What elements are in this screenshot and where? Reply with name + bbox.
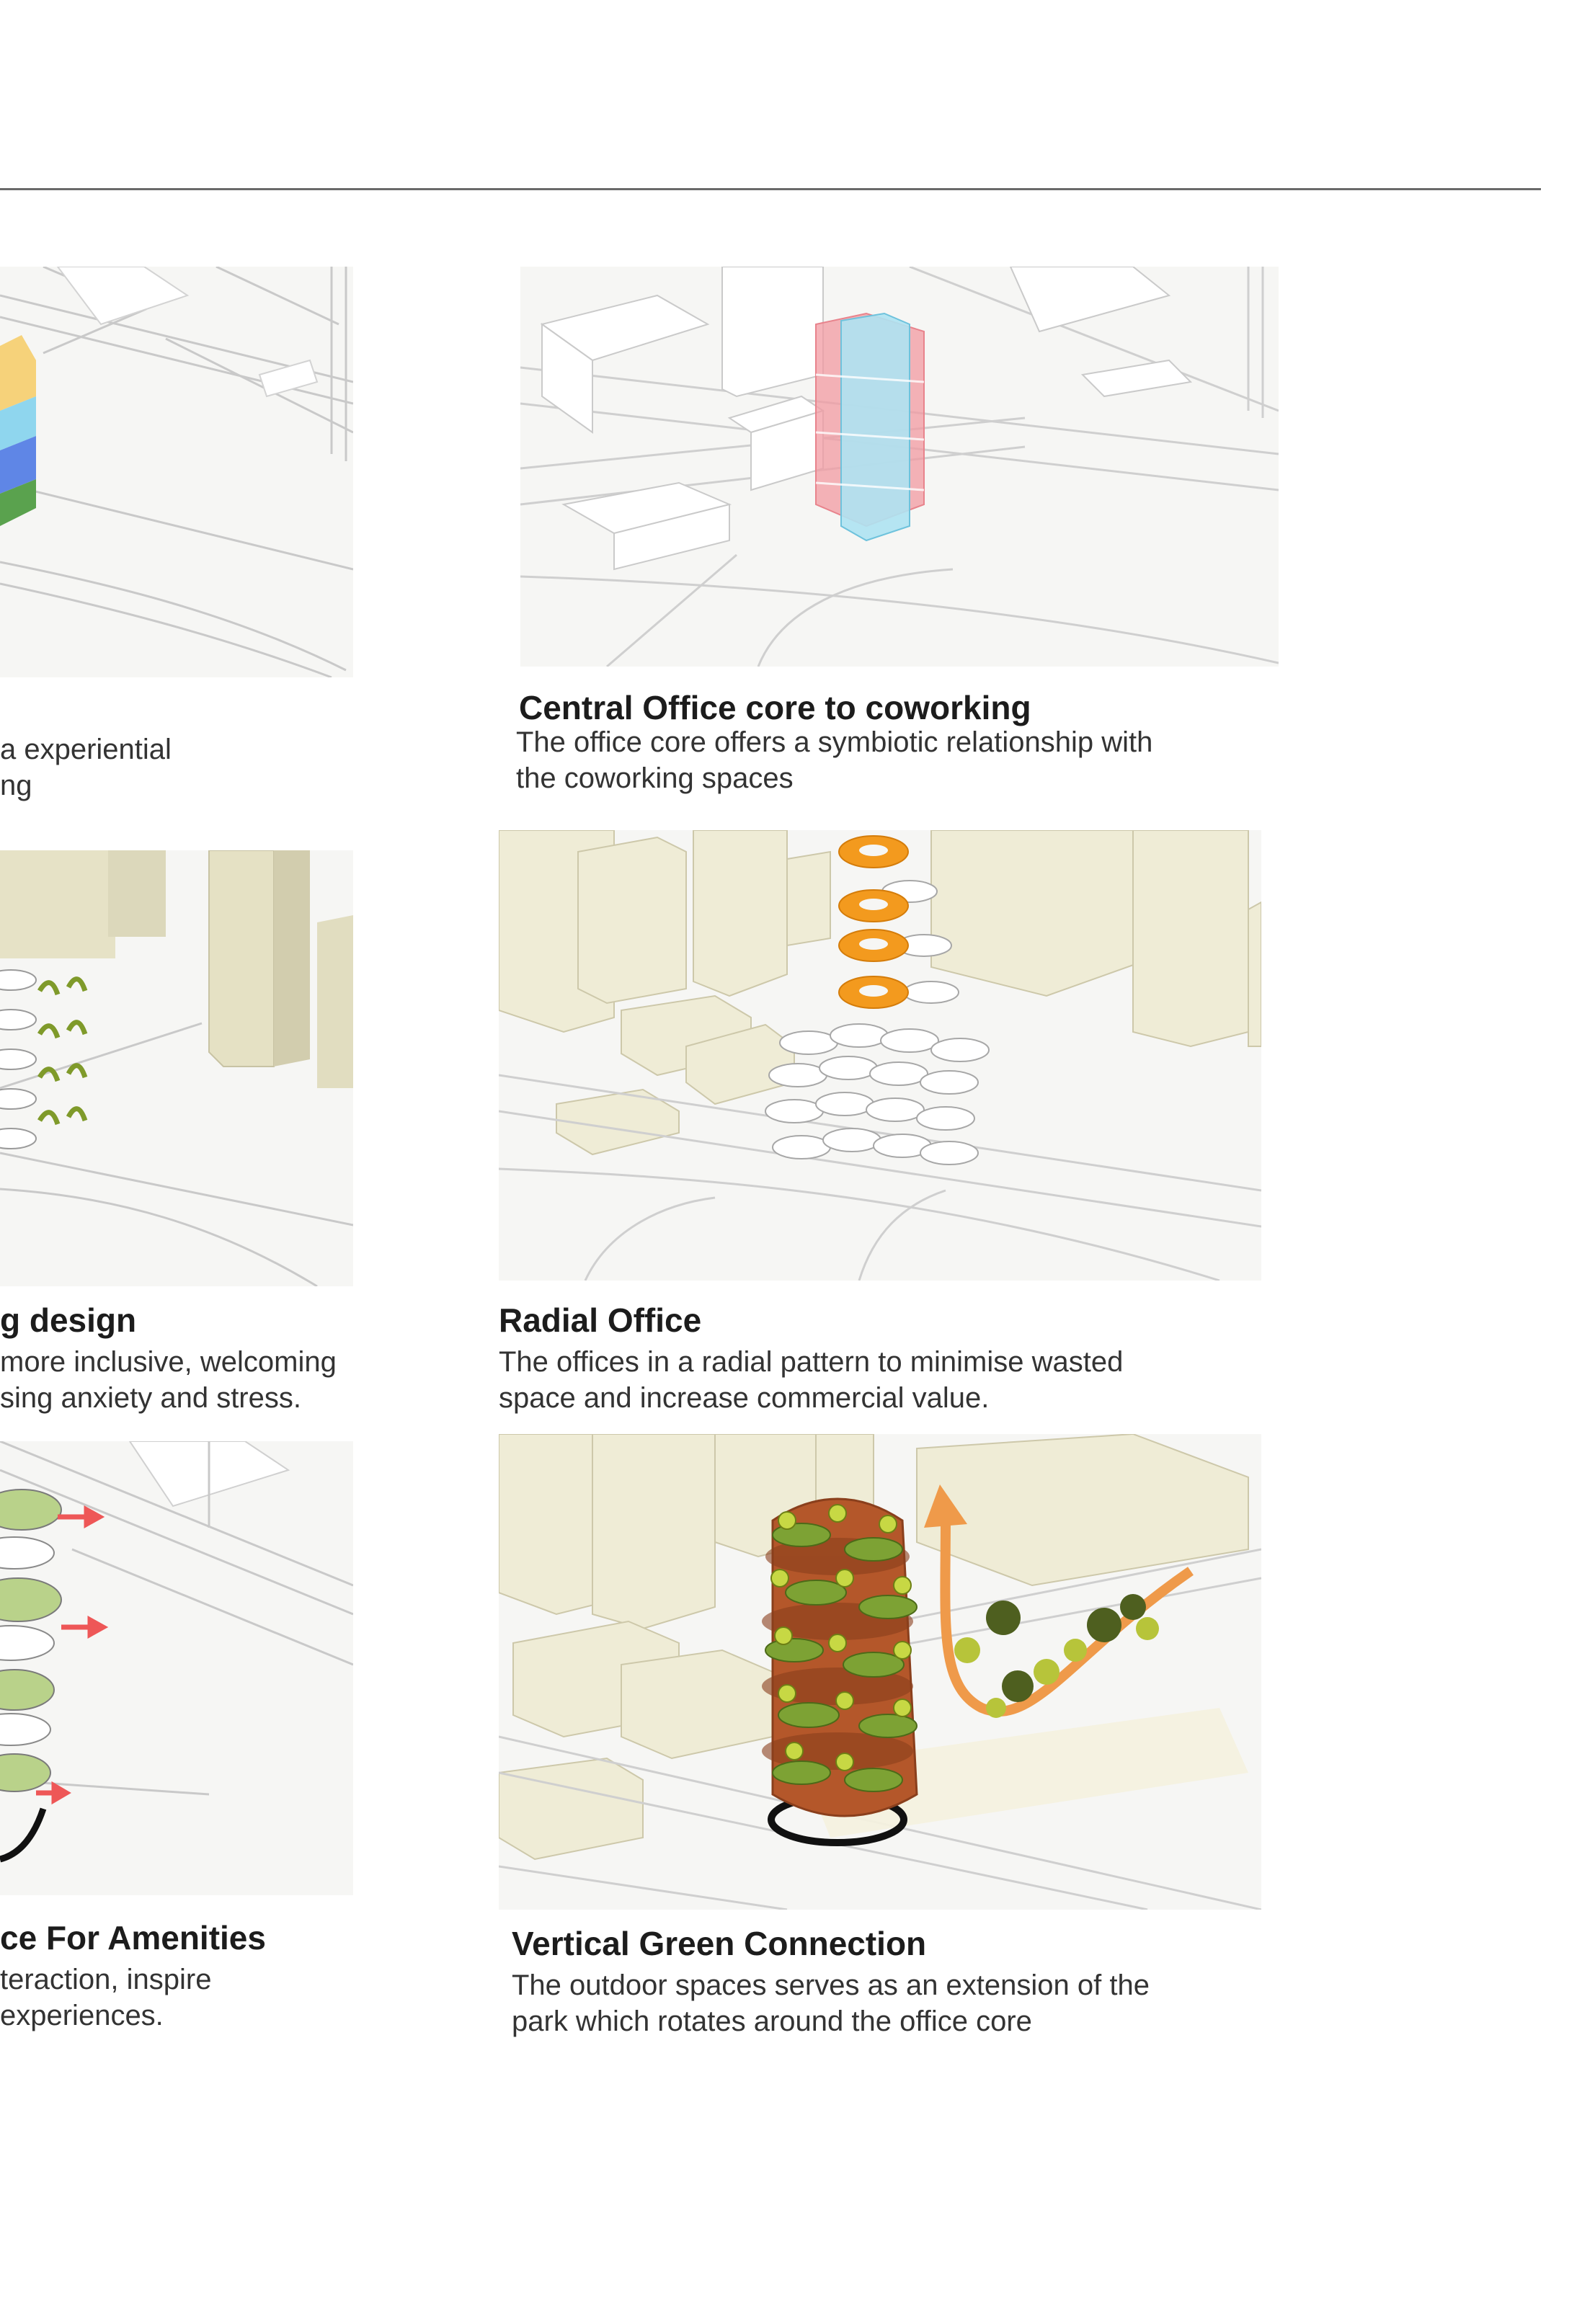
caption-6-line-2: park which rotates around the office cor… [512, 2003, 1150, 2039]
diagram-program-stack [0, 267, 353, 677]
caption-5-title: Radial Office [499, 1301, 701, 1340]
caption-5-line-2: space and increase commercial value. [499, 1380, 1123, 1416]
caption-4-line-1: The office core offers a symbiotic relat… [516, 724, 1152, 760]
caption-3-text: teraction, inspire experiences. [0, 1962, 211, 2034]
caption-5-line-1: The offices in a radial pattern to minim… [499, 1344, 1123, 1380]
caption-6-text: The outdoor spaces serves as an extensio… [512, 1967, 1150, 2039]
diagram-amenities [0, 1441, 353, 1895]
caption-3-line-2: experiences. [0, 1998, 211, 2034]
caption-2-line-1: more inclusive, welcoming [0, 1344, 337, 1380]
caption-4-line-2: the coworking spaces [516, 760, 1152, 796]
caption-3-title: ce For Amenities [0, 1918, 266, 1957]
diagram-central-office-core [520, 267, 1279, 667]
diagram-wayfinding-design [0, 850, 353, 1286]
caption-6-title: Vertical Green Connection [512, 1924, 926, 1963]
diagram-radial-office [499, 830, 1261, 1281]
caption-1-line-2: ng [0, 767, 172, 803]
header-rule [0, 188, 1541, 190]
caption-3-line-1: teraction, inspire [0, 1962, 211, 1998]
caption-2-line-2: sing anxiety and stress. [0, 1380, 337, 1416]
caption-2-text: more inclusive, welcoming sing anxiety a… [0, 1344, 337, 1416]
caption-6-line-1: The outdoor spaces serves as an extensio… [512, 1967, 1150, 2003]
diagram-vertical-green-connection [499, 1434, 1261, 1910]
caption-5-text: The offices in a radial pattern to minim… [499, 1344, 1123, 1416]
caption-1-line-1: a experiential [0, 731, 172, 767]
caption-4-text: The office core offers a symbiotic relat… [516, 724, 1152, 796]
caption-4-title: Central Office core to coworking [519, 688, 1031, 727]
caption-1-text: a experiential ng [0, 731, 172, 803]
caption-2-title: g design [0, 1301, 136, 1340]
